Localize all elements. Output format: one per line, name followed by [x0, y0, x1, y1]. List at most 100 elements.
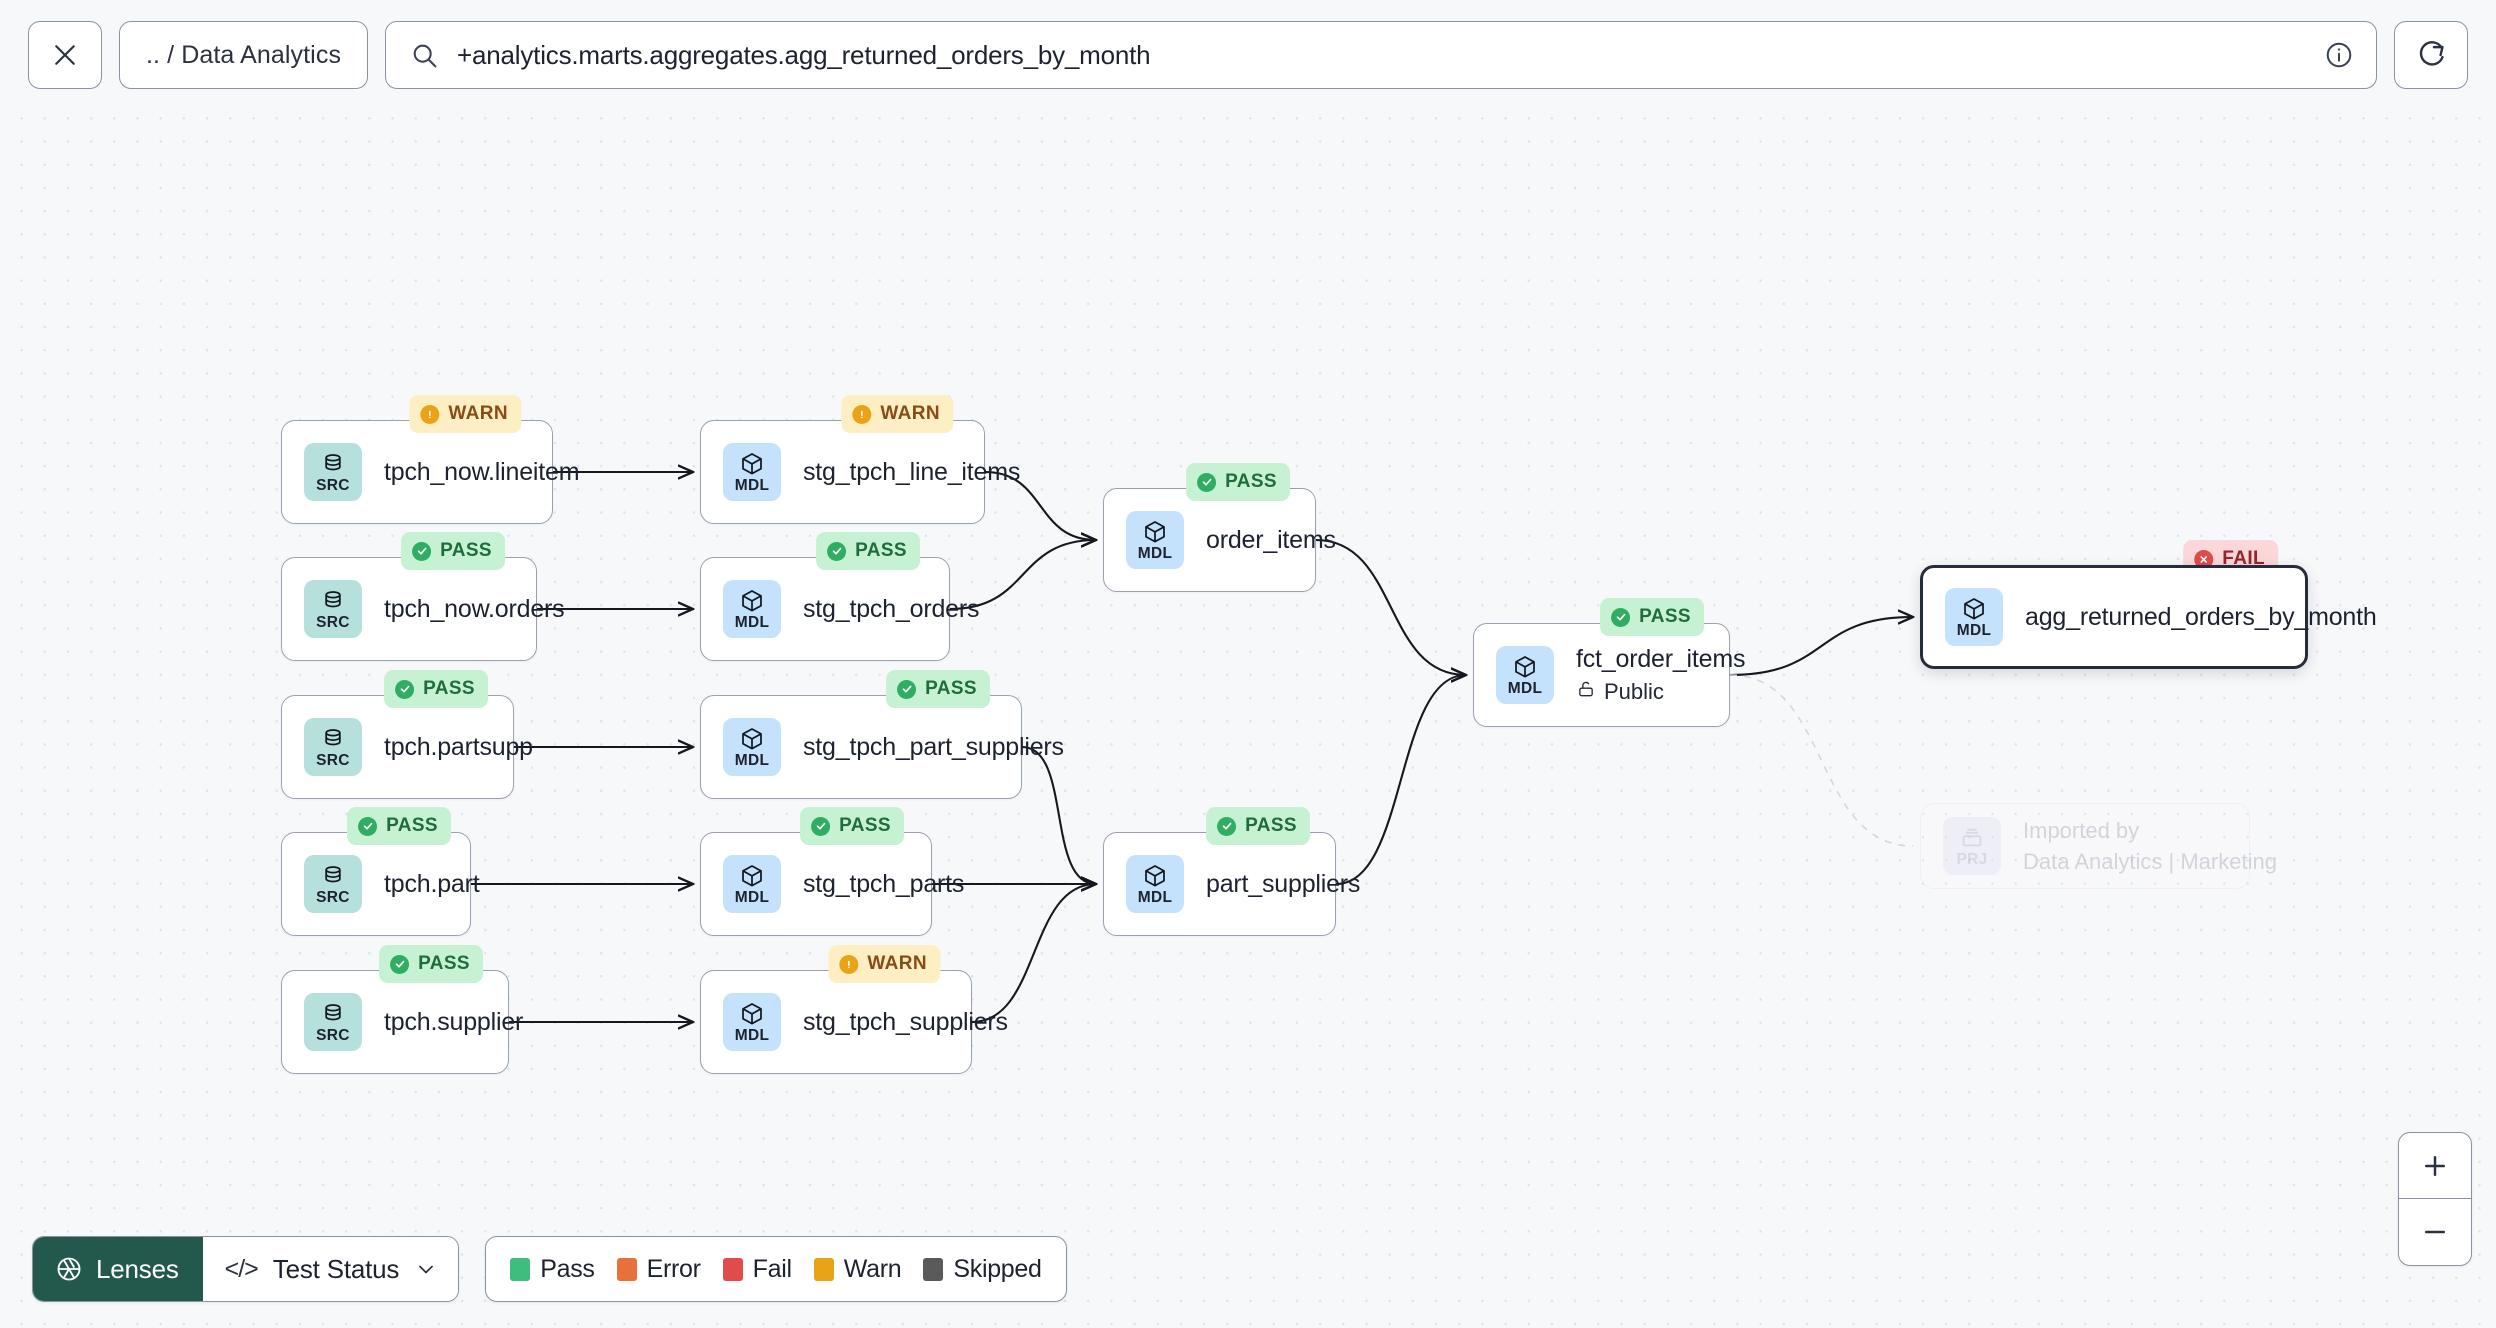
- cube-icon: MDL: [723, 443, 781, 501]
- lenses-button[interactable]: Lenses: [33, 1237, 203, 1301]
- test-status-dropdown[interactable]: </> Test Status: [202, 1237, 459, 1301]
- database-icon: SRC: [304, 580, 362, 638]
- lenses-label: Lenses: [96, 1253, 179, 1284]
- status-badge-label: WARN: [448, 403, 508, 424]
- status-badge-label: PASS: [1225, 471, 1277, 492]
- status-badge-src_orders[interactable]: PASS: [401, 532, 505, 570]
- info-circle-icon[interactable]: [2324, 40, 2354, 70]
- node-body: tpch.supplier: [384, 1007, 524, 1037]
- status-badge-label: WARN: [867, 953, 927, 974]
- lenses-control-group: Lenses </> Test Status: [32, 1236, 460, 1302]
- node-label: agg_returned_orders_by_month: [2025, 602, 2377, 631]
- status-badge-src_supplier[interactable]: PASS: [379, 945, 483, 983]
- status-badge-label: PASS: [925, 678, 977, 699]
- edge-stg_part_supp-to-part_suppliers: [1021, 745, 1096, 884]
- zoom-out-button[interactable]: [2399, 1199, 2471, 1265]
- close-icon: [50, 40, 80, 70]
- status-badge-label: PASS: [418, 953, 470, 974]
- legend-item-fail[interactable]: Fail: [722, 1254, 792, 1284]
- node-label: order_items: [1206, 525, 1336, 554]
- legend-swatch: [722, 1257, 743, 1281]
- node-body: stg_tpch_parts: [803, 869, 965, 899]
- status-badge-stg_suppliers[interactable]: WARN: [828, 945, 940, 983]
- status-badge-src_part[interactable]: PASS: [347, 807, 451, 845]
- refresh-button[interactable]: [2394, 21, 2468, 89]
- status-badge-stg_parts[interactable]: PASS: [800, 807, 904, 845]
- top-toolbar: .. / Data Analytics +analytics.marts.agg…: [0, 0, 2496, 110]
- status-pass-icon: [412, 541, 432, 561]
- breadcrumb: .. / Data Analytics: [146, 40, 342, 69]
- status-pass-icon: [1197, 472, 1217, 492]
- status-legend: Pass Error Fail Warn Skipped: [485, 1236, 1067, 1302]
- node-label: stg_tpch_suppliers: [803, 1007, 1008, 1036]
- status-badge-label: WARN: [880, 403, 940, 424]
- status-badge-label: PASS: [423, 678, 475, 699]
- edge-order_items-to-fct_order_items: [1315, 538, 1466, 675]
- legend-item-pass[interactable]: Pass: [510, 1254, 595, 1284]
- node-body: stg_tpch_orders: [803, 595, 979, 624]
- status-badge-order_items[interactable]: PASS: [1186, 463, 1290, 501]
- status-badge-src_lineitem[interactable]: WARN: [409, 395, 521, 433]
- status-badge-part_suppliers[interactable]: PASS: [1206, 807, 1310, 845]
- legend-item-warn[interactable]: Warn: [813, 1255, 902, 1284]
- aperture-icon: [55, 1255, 83, 1283]
- node-label: part_suppliers: [1206, 869, 1361, 898]
- zoom-in-button[interactable]: [2399, 1133, 2471, 1199]
- status-pass-icon: [897, 679, 917, 699]
- legend-item-skipped[interactable]: Skipped: [923, 1255, 1042, 1284]
- search-input[interactable]: +analytics.marts.aggregates.agg_returned…: [457, 39, 1151, 70]
- edge-part_suppliers-to-fct_order_items: [1335, 675, 1466, 886]
- status-pass-icon: [395, 679, 415, 699]
- status-badge-stg_line_items[interactable]: WARN: [841, 395, 953, 433]
- node-body: agg_returned_orders_by_month: [2025, 602, 2377, 632]
- cube-icon: MDL: [1126, 511, 1184, 569]
- node-label: stg_tpch_parts: [803, 869, 965, 898]
- status-pass-icon: [827, 541, 847, 561]
- cube-icon: MDL: [723, 718, 781, 776]
- status-badge-stg_orders[interactable]: PASS: [816, 532, 920, 570]
- legend-label: Error: [646, 1254, 701, 1283]
- plus-icon: [2420, 1151, 2450, 1181]
- search-bar[interactable]: +analytics.marts.aggregates.agg_returned…: [385, 21, 2377, 89]
- breadcrumb-button[interactable]: .. / Data Analytics: [119, 21, 369, 89]
- cube-icon: MDL: [723, 855, 781, 913]
- status-badge-stg_part_supp[interactable]: PASS: [886, 670, 990, 708]
- node-label: tpch.supplier: [384, 1007, 524, 1036]
- close-button[interactable]: [28, 21, 102, 89]
- status-badge-src_partsupp[interactable]: PASS: [384, 670, 488, 708]
- test-status-label: Test Status: [272, 1253, 400, 1284]
- status-badge-fct_order_items[interactable]: PASS: [1600, 598, 1704, 636]
- status-pass-icon: [1217, 816, 1237, 836]
- search-icon: [410, 41, 439, 70]
- graph-node-order_items[interactable]: MDL order_items: [1103, 488, 1336, 592]
- graph-node-stg_parts[interactable]: MDL stg_tpch_parts: [700, 832, 965, 936]
- legend-label: Fail: [752, 1254, 792, 1283]
- status-fail-icon: [2194, 549, 2214, 569]
- cube-icon: MDL: [1496, 646, 1554, 704]
- status-badge-label: PASS: [855, 540, 907, 561]
- legend-label: Pass: [540, 1254, 595, 1283]
- status-warn-icon: [420, 404, 440, 424]
- ghost-line-2: Data Analytics | Marketing: [2023, 848, 2277, 874]
- edge-stg_suppliers-to-part_suppliers: [971, 884, 1096, 1024]
- unlock-icon: [1576, 679, 1596, 705]
- legend-swatch: [510, 1257, 531, 1281]
- node-visibility: Public: [1576, 679, 1729, 705]
- legend-item-error[interactable]: Error: [616, 1254, 701, 1284]
